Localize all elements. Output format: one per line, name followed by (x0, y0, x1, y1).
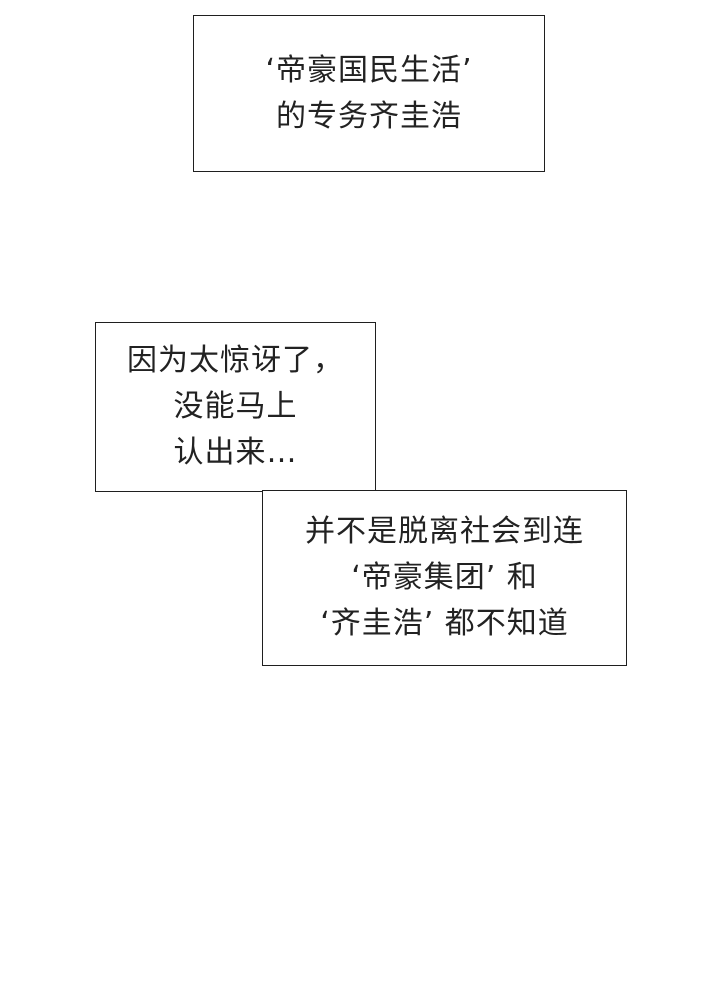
narration-line: 因为太惊讶了， (127, 343, 344, 378)
narration-line: 认出来… (173, 435, 298, 470)
narration-line: ‘齐圭浩’ 都不知道 (320, 606, 569, 641)
narration-line: ‘帝豪集团’ 和 (351, 560, 538, 595)
narration-line: 没能马上 (173, 389, 298, 424)
narration-box-title: ‘帝豪国民生活’ 的专务齐圭浩 (193, 15, 545, 172)
narration-line: ‘帝豪国民生活’ (265, 52, 473, 88)
narration-line: 的专务齐圭浩 (276, 98, 462, 134)
narration-line: 并不是脱离社会到连 (305, 514, 584, 549)
narration-box-explanation: 并不是脱离社会到连 ‘帝豪集团’ 和 ‘齐圭浩’ 都不知道 (262, 490, 627, 666)
narration-box-surprise: 因为太惊讶了， 没能马上 认出来… (95, 322, 376, 492)
